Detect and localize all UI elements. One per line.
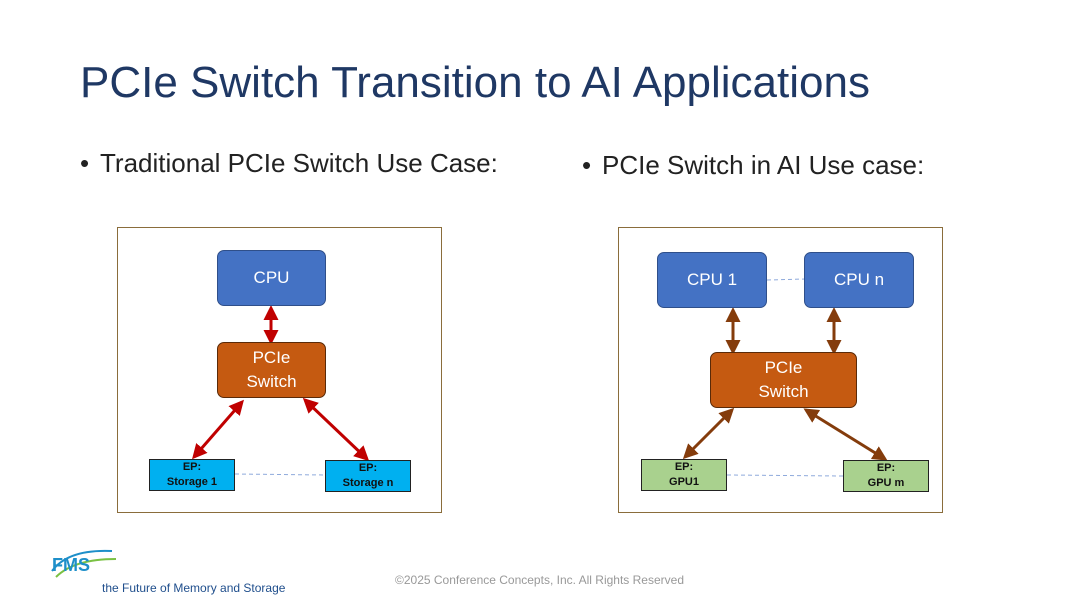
fms-logo-icon: FMS bbox=[51, 549, 117, 578]
cpu-dashed-link bbox=[766, 278, 806, 281]
cpu-n-label: CPU n bbox=[833, 270, 885, 289]
ai-diagram-panel: CPU 1 CPU n PCIe Switch EP: GPU1 EP: GPU… bbox=[618, 227, 943, 513]
switch-storagen-arrow bbox=[302, 397, 370, 462]
cpu-label: CPU bbox=[253, 268, 290, 287]
gpu-link-dashed bbox=[726, 474, 844, 477]
switch-label-line1: PCIe bbox=[252, 348, 291, 367]
pcie-switch-box: PCIe Switch bbox=[217, 342, 326, 398]
switch-label-line2: Switch bbox=[758, 382, 809, 401]
traditional-diagram-panel: CPU PCIe Switch EP: Storage 1 EP: Storag… bbox=[117, 227, 442, 513]
storage-link-dashed bbox=[234, 473, 327, 476]
fms-logo-mark: FMS bbox=[52, 555, 90, 575]
ep-storage-n: EP: Storage n bbox=[325, 460, 411, 492]
switch-storage1-arrow bbox=[192, 399, 244, 460]
cpu-n-box: CPU n bbox=[804, 252, 914, 308]
ep-name: GPU m bbox=[867, 477, 905, 489]
bullet-dot: • bbox=[582, 150, 592, 180]
bullet-ai-text: PCIe Switch in AI Use case: bbox=[602, 150, 925, 180]
cpu-1-label: CPU 1 bbox=[686, 270, 738, 289]
ep-label: EP: bbox=[674, 461, 694, 473]
fms-tagline: the Future of Memory and Storage bbox=[102, 581, 286, 595]
pcie-switch-box: PCIe Switch bbox=[710, 352, 857, 408]
traditional-connections bbox=[192, 305, 370, 476]
switch-label-line2: Switch bbox=[246, 372, 297, 391]
ep-label: EP: bbox=[876, 462, 896, 474]
cpu-box: CPU bbox=[217, 250, 326, 306]
copyright-footer: ©2025 Conference Concepts, Inc. All Righ… bbox=[395, 573, 684, 587]
cpu-1-box: CPU 1 bbox=[657, 252, 767, 308]
switch-gpu1-arrow bbox=[682, 407, 735, 460]
switch-label-line1: PCIe bbox=[764, 358, 803, 377]
ep-name: GPU1 bbox=[669, 476, 699, 488]
ep-storage-1: EP: Storage 1 bbox=[149, 459, 235, 491]
switch-gpum-arrow bbox=[803, 408, 888, 461]
ai-connections bbox=[682, 278, 888, 477]
ep-gpu-m: EP: GPU m bbox=[843, 460, 929, 492]
bullet-dot: • bbox=[80, 148, 90, 178]
ep-name: Storage 1 bbox=[166, 476, 218, 488]
fms-logo: FMS the Future of Memory and Storage bbox=[50, 545, 285, 597]
bullet-ai: • PCIe Switch in AI Use case: bbox=[582, 150, 924, 181]
slide-title: PCIe Switch Transition to AI Application… bbox=[80, 58, 870, 107]
ep-label: EP: bbox=[182, 461, 202, 473]
bullet-traditional: • Traditional PCIe Switch Use Case: bbox=[80, 148, 498, 179]
ep-name: Storage n bbox=[342, 477, 394, 489]
ep-gpu-1: EP: GPU1 bbox=[641, 459, 727, 491]
bullet-traditional-text: Traditional PCIe Switch Use Case: bbox=[100, 148, 498, 178]
ep-label: EP: bbox=[358, 462, 378, 474]
